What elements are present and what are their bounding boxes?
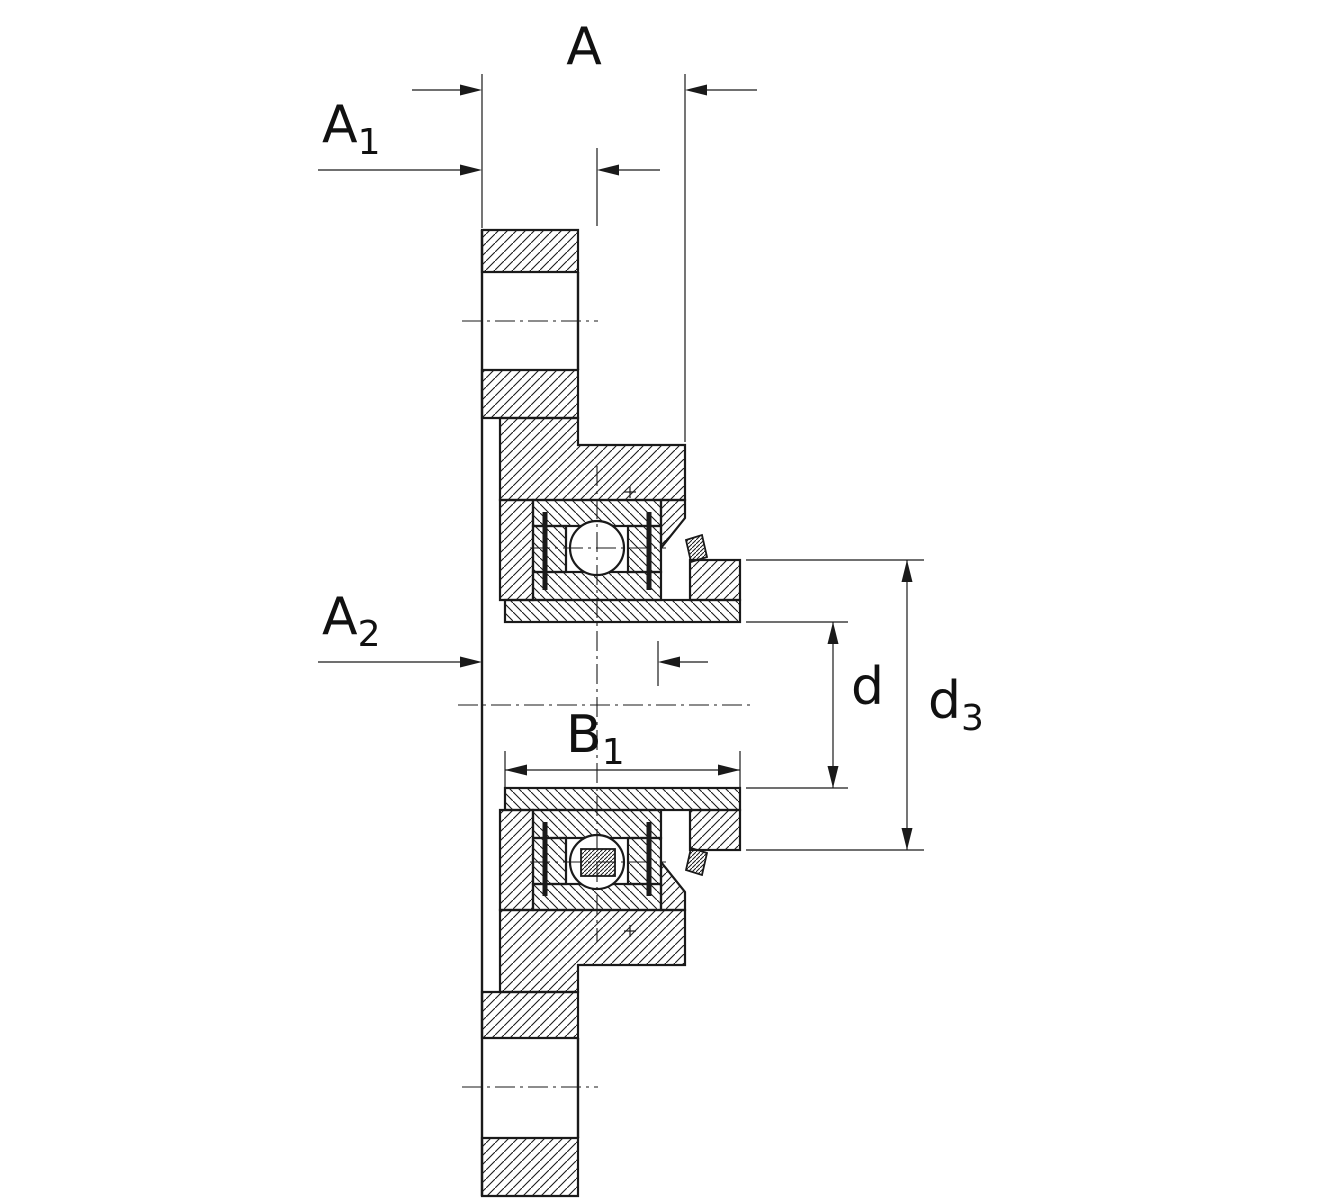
dimension-a1: A1	[318, 95, 660, 226]
lock-tab-upper	[684, 533, 709, 564]
dim-label-a1: A1	[322, 95, 380, 163]
lock-tab-lower	[684, 846, 709, 877]
arrowhead	[827, 622, 839, 644]
sleeve-upper-wall-hatch	[503, 598, 742, 624]
housing-upper-right-chamfer-hatch	[659, 498, 687, 552]
arrowhead	[901, 828, 913, 850]
flange-upper-mid-hatch	[480, 368, 580, 420]
arrowhead	[685, 84, 707, 96]
arrowhead	[658, 656, 680, 668]
arrowhead	[505, 764, 527, 776]
housing-lower-boss-hatch	[498, 908, 687, 994]
dim-label-b1-sub: 1	[602, 732, 625, 773]
dim-label-a2-sub: 2	[358, 614, 381, 655]
housing-lower-left-wall-hatch	[498, 808, 535, 912]
arrowhead	[827, 766, 839, 788]
dim-label-a-text: A	[566, 17, 602, 77]
locking-collar-upper-hatch	[688, 558, 742, 602]
dim-label-d3-text: d	[928, 671, 961, 731]
left-shoulder-hatch	[531, 524, 568, 574]
locking-collar-lower-hatch	[688, 808, 742, 852]
upper-bearing	[530, 486, 666, 602]
dimension-a: A	[412, 17, 757, 442]
dimension-a2: A2	[318, 587, 708, 686]
dim-label-b1-text: B	[566, 705, 602, 765]
dim-label-a1-text: A	[322, 95, 358, 155]
dim-label-a2-text: A	[322, 587, 358, 647]
dim-label-a2: A2	[322, 587, 380, 655]
dim-label-d3: d3	[928, 671, 984, 739]
housing-upper-left-wall-hatch	[498, 498, 535, 602]
arrowhead	[901, 560, 913, 582]
right-shoulder-hatch	[626, 524, 663, 574]
dim-label-d: d	[851, 657, 884, 717]
dim-label-a1-sub: 1	[358, 122, 381, 163]
right-shoulder-hatch	[626, 836, 663, 886]
left-shoulder-hatch	[531, 836, 568, 886]
sleeve-lower-wall-hatch	[503, 786, 742, 812]
dim-label-a: A	[566, 17, 602, 77]
flange-bottom-hatch	[480, 1136, 580, 1198]
dimension-b1: B1	[504, 705, 741, 788]
dim-label-b1: B1	[566, 705, 625, 773]
dim-label-d-text: d	[851, 657, 884, 717]
shaft-sleeve-section	[503, 533, 742, 877]
housing-upper-boss-hatch	[498, 416, 687, 502]
arrowhead	[460, 84, 482, 96]
dimension-d3: d3	[746, 559, 984, 851]
arrowhead	[718, 764, 740, 776]
centerlines	[458, 320, 752, 1088]
dim-label-d3-sub: 3	[961, 698, 984, 739]
arrowhead	[460, 164, 482, 176]
arrowhead	[597, 164, 619, 176]
dimension-d: d	[746, 621, 884, 789]
flange-top-hatch	[480, 228, 580, 274]
flange-lower-mid-hatch	[480, 990, 580, 1040]
arrowhead	[460, 656, 482, 668]
housing-lower-right-chamfer-hatch	[659, 858, 687, 912]
